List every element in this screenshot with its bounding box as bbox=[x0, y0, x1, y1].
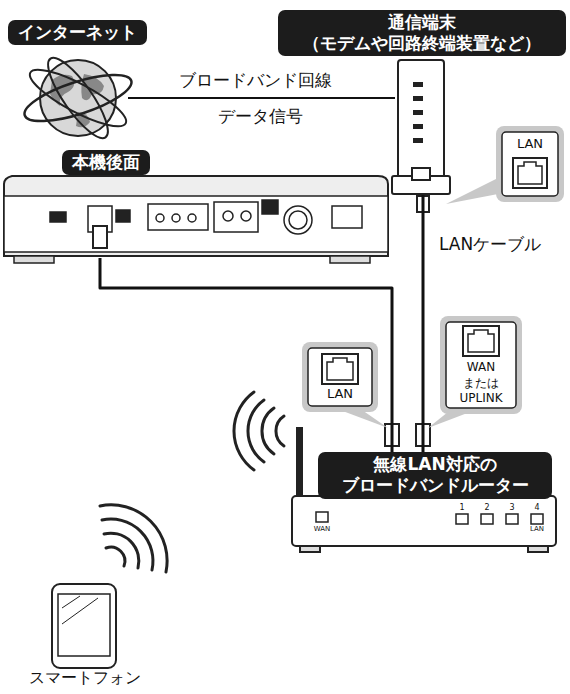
recorder-node: 本機後面 bbox=[4, 178, 388, 258]
port-callout bbox=[302, 316, 522, 428]
phone-node: スマートフォン bbox=[10, 582, 160, 690]
node-text: 本機後面 bbox=[62, 150, 150, 175]
port-label: LAN bbox=[525, 525, 549, 533]
port-number: 1 bbox=[456, 503, 468, 513]
port-label: LAN bbox=[308, 386, 372, 402]
cable-line bbox=[100, 258, 392, 452]
cable-line bbox=[422, 195, 425, 452]
recorder-device bbox=[4, 176, 388, 263]
edge-label: LANケーブル bbox=[436, 234, 544, 254]
port-number: 4 bbox=[531, 503, 543, 513]
node-text: 無線LAN対応の ブロードバンドルーター bbox=[318, 452, 552, 499]
port-number: 3 bbox=[506, 503, 518, 513]
port-label: WAN bbox=[310, 525, 334, 533]
cable-plug bbox=[93, 226, 430, 446]
node-text: インターネット bbox=[8, 20, 147, 45]
port-callout bbox=[446, 126, 564, 204]
modem-device bbox=[392, 60, 450, 212]
port-number: 2 bbox=[481, 503, 493, 513]
edge-label: ブロードバンド回線 bbox=[176, 70, 335, 90]
wireless-waves bbox=[100, 392, 284, 572]
globe-icon bbox=[20, 51, 136, 146]
signal-label: データ信号 bbox=[218, 106, 303, 126]
port-label: LAN bbox=[502, 136, 558, 152]
terminal-node: 通信端末 （モデムや回路終端装置など） bbox=[395, 60, 449, 195]
internet-node: インターネット bbox=[28, 56, 128, 140]
smartphone-icon bbox=[52, 584, 116, 668]
cable-line bbox=[128, 97, 395, 99]
node-text: スマートフォン bbox=[10, 668, 160, 687]
port-label: WAN または UPLINK bbox=[448, 360, 514, 407]
router-node: 無線LAN対応の ブロードバンドルーター bbox=[316, 452, 554, 546]
node-text: 通信端末 （モデムや回路終端装置など） bbox=[278, 10, 566, 57]
